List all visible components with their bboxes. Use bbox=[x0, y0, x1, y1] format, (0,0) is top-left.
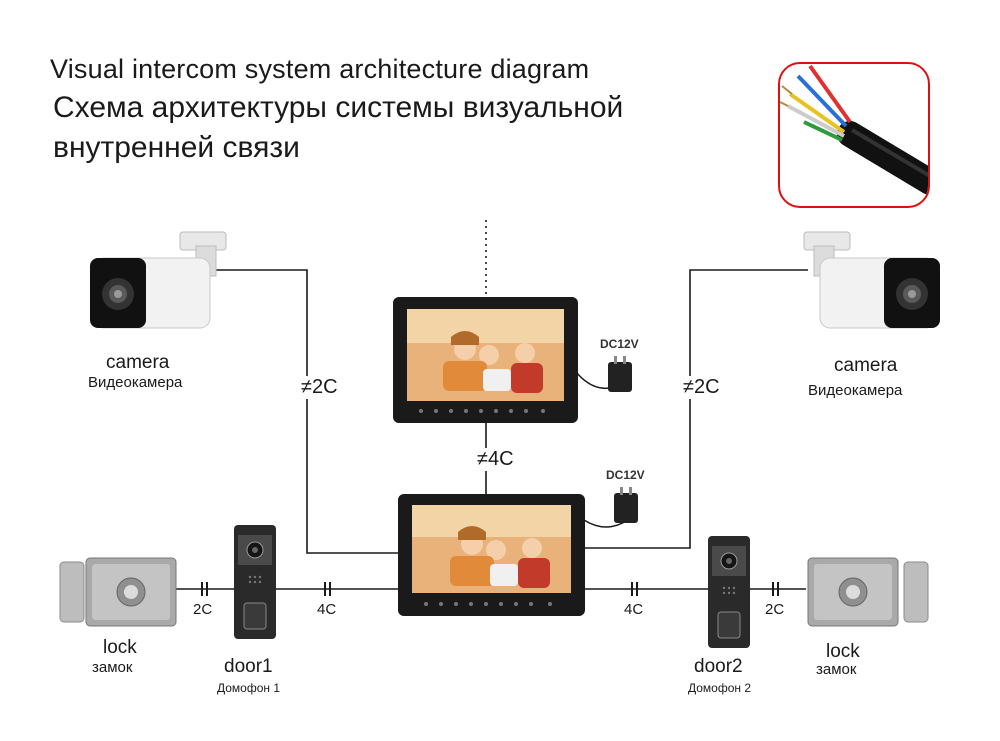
title-russian: Схема архитектуры системы визуальной вну… bbox=[53, 91, 624, 164]
cable-inset bbox=[778, 62, 930, 208]
lock-right-label: lock bbox=[826, 641, 860, 662]
wire-label-door2: 4C bbox=[624, 601, 644, 618]
power-bottom-label: DC12V bbox=[606, 468, 645, 482]
door2-panel-icon bbox=[708, 536, 750, 648]
monitor-bottom bbox=[398, 494, 585, 616]
cable-image bbox=[780, 64, 928, 195]
camera-right-label-ru: Видеокамера bbox=[808, 382, 903, 399]
wire-label-monitor-link: ≠4C bbox=[476, 448, 515, 471]
camera-right-icon bbox=[803, 231, 940, 329]
camera-right-wire bbox=[583, 269, 808, 549]
wire-label-lock-left: 2C bbox=[193, 601, 213, 618]
lock-left-icon bbox=[59, 557, 177, 627]
camera-left-icon bbox=[90, 231, 227, 329]
door2-label: door2 bbox=[694, 656, 743, 677]
wire-label-door1: 4C bbox=[317, 601, 337, 618]
wire-label-camera-right: ≠2C bbox=[682, 376, 721, 399]
wire-label-lock-right: 2C bbox=[765, 601, 785, 618]
power-top-label: DC12V bbox=[600, 337, 639, 351]
door1-label: door1 bbox=[224, 656, 273, 677]
door1-panel-icon bbox=[234, 525, 276, 639]
wire-label-camera-left: ≠2C bbox=[300, 376, 339, 399]
lock-right-label-ru: замок bbox=[816, 661, 857, 678]
camera-left-label-ru: Видеокамера bbox=[88, 374, 183, 391]
lock-left-label: lock bbox=[103, 637, 137, 658]
door2-label-ru: Домофон 2 bbox=[688, 681, 752, 695]
lock-left-label-ru: замок bbox=[92, 659, 133, 676]
power-adapter-top-icon bbox=[608, 356, 632, 392]
camera-left-wire bbox=[210, 269, 400, 554]
monitor-top bbox=[393, 297, 578, 423]
lock-right-icon bbox=[807, 557, 929, 627]
camera-left-label: camera bbox=[106, 352, 170, 373]
title-english: Visual intercom system architecture diag… bbox=[50, 54, 590, 84]
camera-right-label: camera bbox=[834, 355, 898, 376]
door1-label-ru: Домофон 1 bbox=[217, 681, 281, 695]
power-adapter-bottom-icon bbox=[614, 487, 638, 523]
